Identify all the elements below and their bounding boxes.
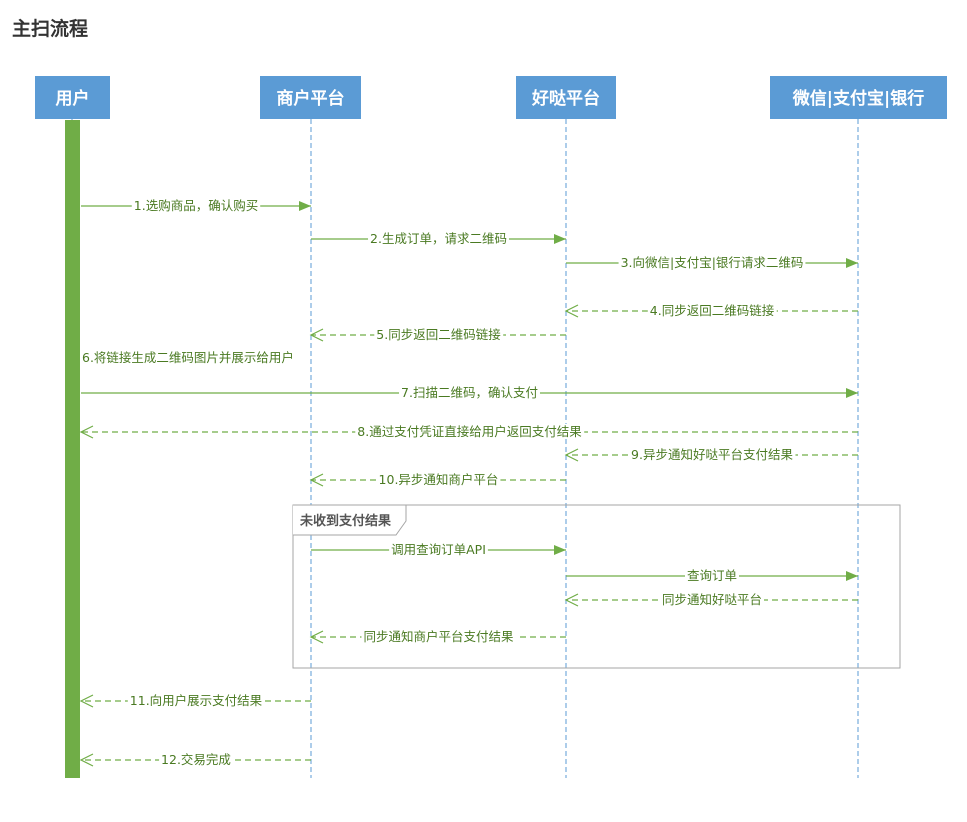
message-label: 10.异步通知商户平台 [379, 472, 499, 487]
message-label-bg [368, 231, 509, 246]
message-label: 7.扫描二维码，确认支付 [401, 385, 538, 400]
participant-label-bank: 微信|支付宝|银行 [792, 88, 924, 109]
message-label: 1.选购商品，确认购买 [134, 198, 258, 213]
arrowhead-open [79, 694, 94, 708]
message-label: 2.生成订单，请求二维码 [370, 231, 507, 246]
participant-label-user: 用户 [56, 88, 90, 109]
message-7: 7.扫描二维码，确认支付 [81, 385, 858, 400]
message-3: 3.向微信|支付宝|银行请求二维码 [566, 255, 858, 270]
arrowhead-filled [846, 388, 858, 398]
message-label: 9.异步通知好哒平台支付结果 [631, 447, 793, 462]
arrowhead-open [79, 425, 94, 439]
message-label: 同步通知商户平台支付结果 [363, 629, 514, 644]
message-label-bg [361, 629, 516, 644]
arrowhead-filled [554, 545, 566, 555]
frame-box [292, 504, 901, 669]
message-11: 调用查询订单API [311, 542, 566, 557]
message-14: 同步通知商户平台支付结果 [309, 629, 566, 644]
frame-label: 未收到支付结果 [299, 513, 391, 529]
arrowhead-open [564, 304, 579, 318]
message-label-bg [355, 424, 585, 439]
message-label-bg [376, 472, 501, 487]
frame-label-tab [293, 504, 407, 536]
arrowhead-open [564, 593, 579, 607]
message-label: 8.通过支付凭证直接给用户返回支付结果 [357, 424, 582, 439]
participant-box-merchant [260, 76, 361, 119]
message-label: 12.交易完成 [161, 752, 231, 767]
participant-box-user [35, 76, 110, 119]
message-1: 1.选购商品，确认购买 [81, 198, 311, 213]
message-label: 调用查询订单API [391, 542, 486, 557]
arrowhead-open [564, 448, 579, 462]
message-label: 11.向用户展示支付结果 [130, 693, 263, 708]
participant-box-haoda [516, 76, 616, 119]
message-label: 3.向微信|支付宝|银行请求二维码 [621, 255, 804, 270]
message-label-bg [389, 542, 488, 557]
message-label: 4.同步返回二维码链接 [650, 303, 775, 318]
message-label-bg [127, 693, 265, 708]
arrowhead-open [79, 753, 94, 767]
message-6: 6.将链接生成二维码图片并展示给用户 [82, 350, 294, 365]
participant-label-haoda: 好哒平台 [531, 88, 600, 109]
message-label: 查询订单 [687, 568, 737, 583]
message-label-bg [629, 447, 796, 462]
message-label-bg [684, 568, 740, 583]
arrowhead-open [309, 473, 324, 487]
participant-label-merchant: 商户平台 [277, 88, 345, 109]
message-12: 查询订单 [566, 568, 858, 583]
message-5: 5.同步返回二维码链接 [309, 327, 566, 342]
message-4: 4.同步返回二维码链接 [564, 303, 858, 318]
arrowhead-filled [299, 201, 311, 211]
participant-box-bank [770, 76, 947, 119]
arrowhead-filled [846, 258, 858, 268]
message-15: 11.向用户展示支付结果 [79, 693, 311, 708]
message-label-bg [399, 385, 540, 400]
arrowhead-filled [554, 234, 566, 244]
message-label-bg [131, 198, 261, 213]
message-label: 6.将链接生成二维码图片并展示给用户 [82, 350, 294, 365]
page-title: 主扫流程 [12, 18, 89, 40]
activation-bar-user [65, 120, 80, 778]
message-16: 12.交易完成 [79, 752, 311, 767]
message-label-bg [618, 255, 806, 270]
arrowhead-filled [846, 571, 858, 581]
message-label: 同步通知好哒平台 [662, 592, 762, 607]
message-10: 10.异步通知商户平台 [309, 472, 566, 487]
message-label-bg [159, 752, 233, 767]
message-label-bg [659, 592, 765, 607]
arrowhead-open [309, 630, 324, 644]
message-label: 5.同步返回二维码链接 [376, 327, 501, 342]
message-13: 同步通知好哒平台 [564, 592, 858, 607]
message-8: 8.通过支付凭证直接给用户返回支付结果 [79, 424, 858, 439]
message-2: 2.生成订单，请求二维码 [311, 231, 566, 246]
message-label-bg [374, 327, 504, 342]
arrowhead-open [309, 328, 324, 342]
message-9: 9.异步通知好哒平台支付结果 [564, 447, 858, 462]
message-label-bg [647, 303, 777, 318]
